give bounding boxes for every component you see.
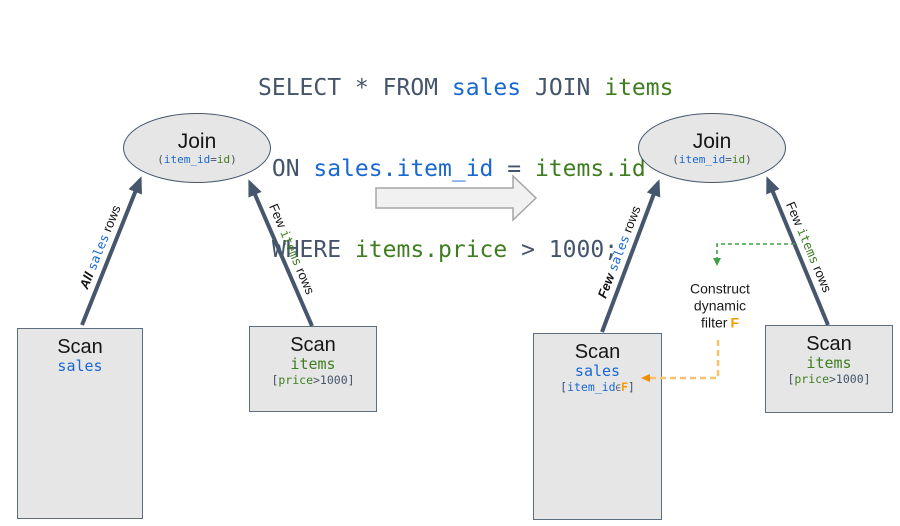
table-name: items xyxy=(806,354,852,372)
paren: ) xyxy=(230,152,237,166)
join-key-right: id xyxy=(216,152,231,166)
sql-token: items.id xyxy=(534,156,646,182)
join-title: Join xyxy=(692,129,732,153)
table-name: sales xyxy=(83,231,112,273)
equals: = xyxy=(210,152,217,166)
scan-title: Scan xyxy=(290,334,336,356)
filter-predicate: [price>1000] xyxy=(250,373,376,387)
bracket: [ xyxy=(560,380,568,394)
scan-sales-box-left: Scan sales xyxy=(17,328,143,519)
sql-token: items xyxy=(604,75,674,101)
filter-field: price xyxy=(278,373,313,387)
scan-title: Scan xyxy=(57,336,103,358)
scan-items-box-left: Scan items [price>1000] xyxy=(249,326,377,412)
sql-token: SELECT * FROM xyxy=(258,75,452,101)
sales-arrow-label-left: All sales rows xyxy=(76,203,123,291)
sql-line: SELECT * FROM sales JOIN items xyxy=(258,75,673,102)
rows-word: rows xyxy=(808,260,835,295)
dynamic-filter-symbol: F xyxy=(730,314,740,331)
table-name: items xyxy=(794,225,823,266)
filter-predicate: [price>1000] xyxy=(766,372,892,386)
construct-line: Construct xyxy=(690,280,750,297)
sql-token: sales xyxy=(451,75,522,101)
sql-token: = xyxy=(493,156,535,182)
join-node-right: Join (item_id=id) xyxy=(638,113,786,183)
paren: ) xyxy=(745,152,752,166)
sql-token: sales.item_id xyxy=(313,156,494,182)
green-arrowhead-icon xyxy=(713,258,721,266)
bracket: [ xyxy=(271,373,279,387)
table-name: items xyxy=(290,355,336,373)
join-key-left: item_id xyxy=(678,152,726,166)
join-key-right: id xyxy=(731,152,746,166)
filter-field: price xyxy=(794,372,829,386)
scan-items-box-right: Scan items [price>1000] xyxy=(765,325,893,413)
equals: = xyxy=(725,152,732,166)
filter-value: >1000] xyxy=(313,373,355,387)
rows-word: rows xyxy=(98,202,124,238)
dynamic-filter-symbol: F xyxy=(620,380,628,394)
scan-title: Scan xyxy=(574,341,621,363)
table-name: sales xyxy=(57,357,103,375)
sql-token: JOIN xyxy=(521,75,605,101)
scan-sales-box-right: Scan sales [item_id∈F] xyxy=(533,333,662,520)
join-condition: (item_id=id) xyxy=(672,153,751,166)
sql-line: ON sales.item_id = items.id xyxy=(258,156,673,183)
table-name: sales xyxy=(574,362,621,380)
scan-title: Scan xyxy=(806,333,852,355)
paren: ( xyxy=(157,152,164,166)
bracket: [ xyxy=(787,372,795,386)
join-key-left: item_id xyxy=(163,152,211,166)
join-node-left: Join (item_id=id) xyxy=(123,113,271,183)
filter-word: filter xyxy=(700,314,728,331)
sql-token: items.price xyxy=(354,237,508,263)
dynamic-filter-predicate: [item_id∈F] xyxy=(534,380,661,396)
bracket: ] xyxy=(627,380,635,394)
items-arrow-label-right: Few items rows xyxy=(783,199,835,294)
join-title: Join xyxy=(177,129,217,153)
paren: ( xyxy=(672,152,679,166)
dynamic-filter-construct-arrow xyxy=(716,243,795,258)
join-condition: (item_id=id) xyxy=(157,153,236,166)
element-of-symbol: ∈ xyxy=(615,384,621,394)
construct-line: dynamic xyxy=(693,297,747,314)
sql-token: ON xyxy=(258,156,314,182)
sql-token: WHERE xyxy=(258,237,355,263)
filter-value: >1000] xyxy=(829,372,871,386)
sql-token: > 1000; xyxy=(507,237,619,263)
filter-field: item_id xyxy=(567,380,616,394)
